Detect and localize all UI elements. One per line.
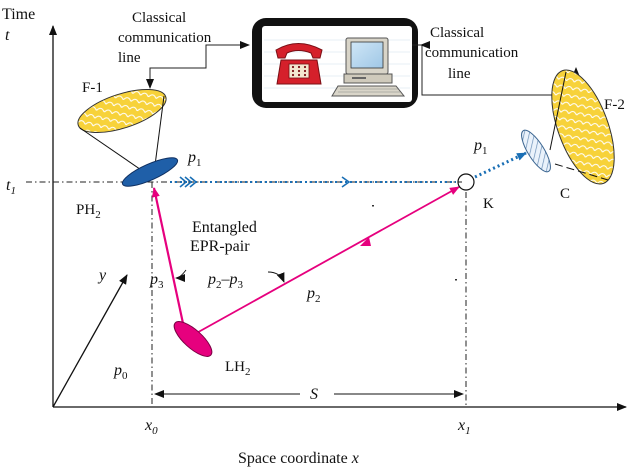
k-label: K (483, 196, 494, 212)
c-label: C (560, 186, 570, 202)
x0-label: x0 (144, 417, 158, 437)
p3-label: p3 (149, 271, 164, 291)
lh2-disk (173, 321, 213, 357)
detector-f1: F-1 (77, 80, 167, 177)
terminal-box (252, 18, 418, 108)
f1-lens (77, 88, 167, 134)
comm-label-left: Classical communication line (118, 10, 212, 66)
s-label: S (310, 386, 318, 403)
guide-lines (26, 181, 467, 407)
entangled-line1: Entangled (192, 219, 257, 236)
f1-label: F-1 (82, 80, 103, 96)
telephone-icon (275, 43, 323, 85)
computer-icon (331, 37, 406, 97)
t1-label: t1 (6, 177, 16, 197)
comm-left-line3: line (118, 50, 141, 66)
y-axis-symbol: y (97, 267, 107, 284)
k-node: K (457, 173, 494, 212)
k-circle (457, 173, 475, 191)
comm-left-line1: Classical (132, 10, 186, 26)
ph2-node: PH2 (76, 157, 179, 221)
f2-lens (551, 69, 615, 185)
signal-path (170, 151, 527, 188)
p0-label: p0 (113, 362, 128, 382)
comm-right-line3: line (448, 66, 471, 82)
p3-curve-arrow (175, 269, 187, 282)
ph2-disk (121, 157, 179, 187)
distance-s: S (154, 386, 464, 403)
lh2-node: LH2 (173, 321, 251, 378)
path-p3 (151, 187, 186, 329)
detector-f2: F-2 (549, 69, 625, 185)
p1-label-left: p1 (187, 149, 202, 169)
entangled-line2: EPR-pair (190, 238, 250, 255)
comm-connector-left (149, 41, 250, 86)
space-axis-label: Space coordinate x (238, 450, 359, 467)
polarizer-c: C (521, 129, 570, 202)
x1-label: x1 (457, 417, 471, 437)
axes (49, 25, 627, 411)
comm-right-line2: communication (425, 45, 519, 61)
p2-minus-p3-label: p2–p3 (207, 271, 244, 291)
lh2-label: LH2 (225, 359, 251, 378)
time-axis-symbol: t (5, 27, 10, 44)
p1-label-right: p1 (473, 137, 488, 157)
p2-label: p2 (306, 285, 321, 305)
comm-left-line2: communication (118, 30, 212, 46)
small-mark-2 (455, 279, 457, 281)
path-p2 (192, 186, 460, 336)
y-axis (52, 274, 128, 408)
k-to-c-path (474, 151, 527, 179)
p2p3-curve-arrow (267, 271, 285, 283)
ph2-label: PH2 (76, 202, 101, 221)
c-lens (521, 129, 551, 173)
small-mark-1 (372, 205, 374, 207)
epr-paths (151, 186, 460, 336)
comm-right-line1: Classical (430, 25, 484, 41)
comm-label-right: Classical communication line (425, 25, 519, 82)
time-axis-label: Time (2, 6, 35, 23)
f2-label: F-2 (604, 97, 625, 113)
